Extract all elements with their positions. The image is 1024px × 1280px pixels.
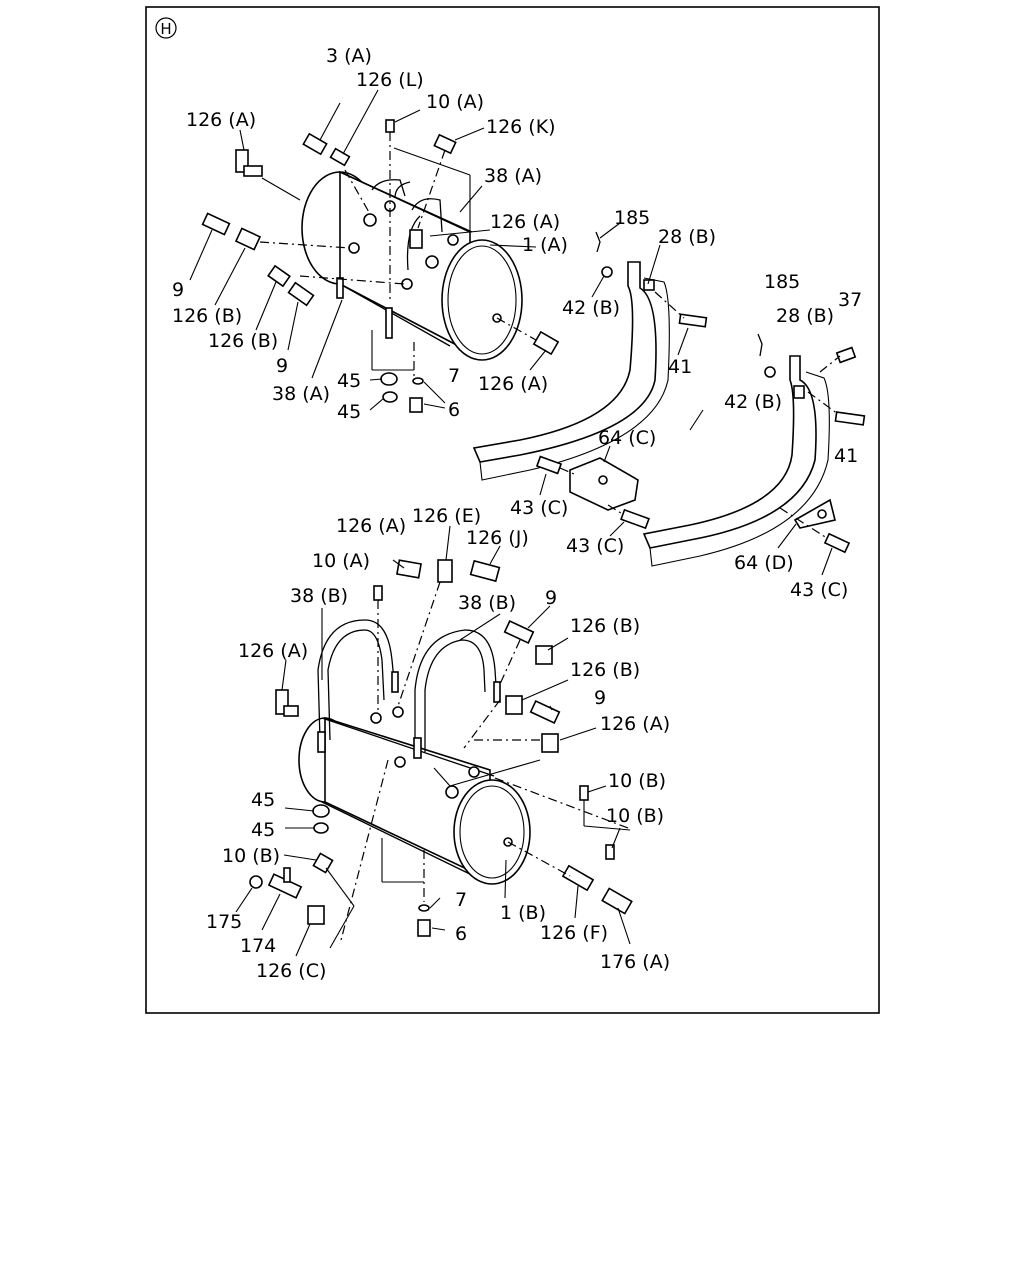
callout-9-a: 9 bbox=[172, 279, 184, 301]
callout-45-c: 45 bbox=[251, 789, 275, 811]
tank-bracket-left bbox=[472, 222, 708, 481]
callout-7-b: 7 bbox=[455, 889, 467, 911]
callout-43C-c: 43 (C) bbox=[790, 579, 848, 601]
callout-6-b: 6 bbox=[455, 923, 467, 945]
callout-126C: 126 (C) bbox=[256, 960, 326, 982]
callout-45-a: 45 bbox=[337, 370, 361, 392]
callout-9-b: 9 bbox=[276, 355, 288, 377]
callout-38B-r: 38 (B) bbox=[458, 592, 516, 614]
callout-10A-b: 10 (A) bbox=[312, 550, 370, 572]
callout-126B-a: 126 (B) bbox=[172, 305, 242, 327]
callout-174: 174 bbox=[240, 935, 276, 957]
callout-10B-a: 10 (B) bbox=[608, 770, 666, 792]
air-tank-upper bbox=[301, 170, 523, 361]
fittings-upper bbox=[201, 119, 560, 413]
callout-126A-b2: 126 (A) bbox=[238, 640, 308, 662]
callout-6-a: 6 bbox=[448, 399, 460, 421]
callout-126B-b: 126 (B) bbox=[208, 330, 278, 352]
callout-9-d: 9 bbox=[594, 687, 606, 709]
callout-3A: 3 (A) bbox=[326, 45, 372, 67]
callout-126F: 126 (F) bbox=[540, 922, 608, 944]
callout-176A: 176 (A) bbox=[600, 951, 670, 973]
callout-126A-b3: 126 (A) bbox=[600, 713, 670, 735]
callout-10A-top: 10 (A) bbox=[426, 91, 484, 113]
callout-42B-a: 42 (B) bbox=[562, 297, 620, 319]
callout-41-a: 41 bbox=[668, 356, 692, 378]
callout-126B-d: 126 (B) bbox=[570, 659, 640, 681]
callout-28B-b: 28 (B) bbox=[776, 305, 834, 327]
callout-7-a: 7 bbox=[448, 365, 460, 387]
callout-1B: 1 (B) bbox=[500, 902, 546, 924]
tank-bracket-right bbox=[642, 333, 866, 567]
callout-64C: 64 (C) bbox=[598, 427, 656, 449]
section-marker: H bbox=[155, 17, 177, 39]
air-tank-lower bbox=[298, 619, 531, 885]
mounting-plate-64C bbox=[535, 455, 650, 530]
callout-38B-l: 38 (B) bbox=[290, 585, 348, 607]
callout-43C-a: 43 (C) bbox=[510, 497, 568, 519]
callout-38A-top: 38 (A) bbox=[484, 165, 542, 187]
callout-126J: 126 (J) bbox=[466, 527, 529, 549]
callout-43C-b: 43 (C) bbox=[566, 535, 624, 557]
callout-126E: 126 (E) bbox=[412, 505, 481, 527]
callout-10B-b: 10 (B) bbox=[606, 805, 664, 827]
diagram-frame bbox=[145, 6, 880, 1014]
callout-126K: 126 (K) bbox=[486, 116, 556, 138]
callout-41-b: 41 bbox=[834, 445, 858, 467]
svg-text:H: H bbox=[160, 20, 171, 38]
callout-126A-b1: 126 (A) bbox=[336, 515, 406, 537]
callout-38A-bot: 38 (A) bbox=[272, 383, 330, 405]
callout-175: 175 bbox=[206, 911, 242, 933]
callout-28B-a: 28 (B) bbox=[658, 226, 716, 248]
callout-126A-tl: 126 (A) bbox=[186, 109, 256, 131]
callout-42B-b: 42 (B) bbox=[724, 391, 782, 413]
leader-lines-upper bbox=[189, 89, 547, 411]
callout-64D: 64 (D) bbox=[734, 552, 794, 574]
callout-10B-c: 10 (B) bbox=[222, 845, 280, 867]
callout-185-b: 185 bbox=[764, 271, 800, 293]
callout-126L: 126 (L) bbox=[356, 69, 424, 91]
callout-37: 37 bbox=[838, 289, 862, 311]
callout-45-b: 45 bbox=[337, 401, 361, 423]
callout-126A-mid: 126 (A) bbox=[490, 211, 560, 233]
callout-labels: 3 (A) 126 (L) 10 (A) 126 (K) 126 (A) 38 … bbox=[172, 45, 862, 982]
callout-1A: 1 (A) bbox=[522, 234, 568, 256]
callout-45-d: 45 bbox=[251, 819, 275, 841]
callout-9-c: 9 bbox=[545, 587, 557, 609]
leader-lines-lower bbox=[235, 409, 833, 957]
callout-126A-end: 126 (A) bbox=[478, 373, 548, 395]
fittings-lower bbox=[249, 559, 633, 937]
callout-126B-c: 126 (B) bbox=[570, 615, 640, 637]
callout-185-a: 185 bbox=[614, 207, 650, 229]
